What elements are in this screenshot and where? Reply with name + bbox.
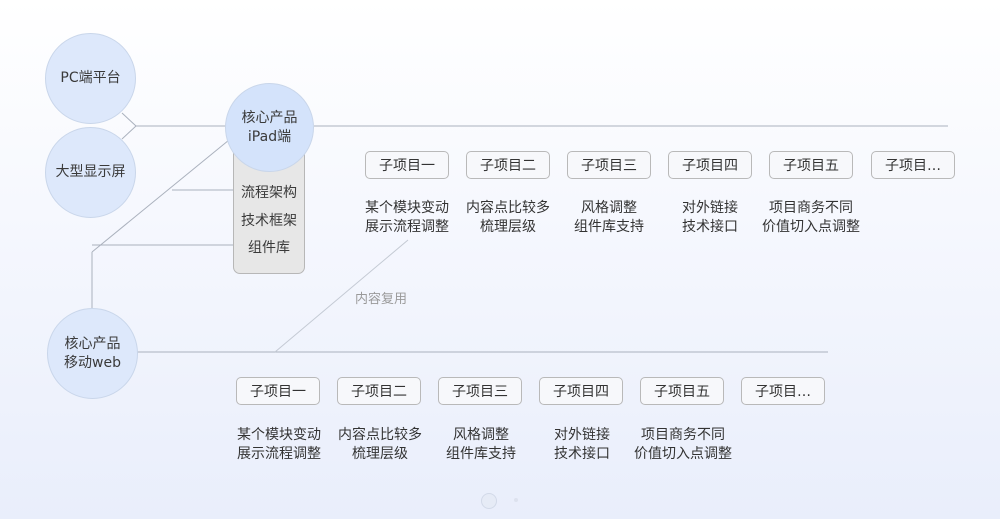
desc-line: 对外链接 [554,427,610,443]
desc-line: 梳理层级 [352,446,408,462]
node-screen-label: 大型显示屏 [55,164,126,180]
bottom-subproject-chip[interactable]: 子项目四 [539,377,623,405]
connector-pc [121,112,137,127]
reuse-connector [274,239,409,353]
desc-line: 展示流程调整 [237,446,321,462]
framework-item: 组件库 [248,240,290,256]
desc-line: 价值切入点调整 [762,219,860,235]
desc-line: 对外链接 [682,200,738,216]
desc-line: 价值切入点调整 [634,446,732,462]
node-pc-platform: PC端平台 [45,33,136,124]
bottom-subproject-chip[interactable]: 子项目五 [640,377,724,405]
top-subproject-chip[interactable]: 子项目三 [567,151,651,179]
top-subproject-chip[interactable]: 子项目二 [466,151,550,179]
framework-item: 流程架构 [241,185,297,201]
desc-line: 梳理层级 [480,219,536,235]
top-subproject-chip[interactable]: 子项目五 [769,151,853,179]
desc-line: 内容点比较多 [338,427,422,443]
desc-line: 技术接口 [682,219,738,235]
top-subproject-desc: 项目商务不同 价值切入点调整 [756,199,866,237]
bottom-subproject-desc: 风格调整 组件库支持 [426,426,536,464]
top-subproject-desc: 风格调整 组件库支持 [554,199,664,237]
node-mobile-line1: 核心产品 [64,335,121,352]
node-large-screen: 大型显示屏 [45,127,136,218]
top-subproject-desc: 对外链接 技术接口 [655,199,765,237]
node-pc-label: PC端平台 [60,70,121,86]
watermark-logo-icon [481,493,497,509]
bottom-subproject-desc: 某个模块变动 展示流程调整 [224,426,334,464]
desc-line: 展示流程调整 [365,219,449,235]
desc-line: 风格调整 [453,427,509,443]
desc-line: 项目商务不同 [769,200,853,216]
bottom-subproject-chip[interactable]: 子项目三 [438,377,522,405]
desc-line: 某个模块变动 [237,427,321,443]
desc-line: 组件库支持 [574,219,644,235]
node-mobile-line2: 移动web [64,354,121,371]
top-subproject-chip[interactable]: 子项目… [871,151,955,179]
node-core-mobile: 核心产品 移动web [47,308,138,399]
connector-ipad-mobile-diagonal [91,139,230,253]
top-subproject-chip[interactable]: 子项目一 [365,151,449,179]
bottom-subproject-desc: 内容点比较多 梳理层级 [325,426,435,464]
desc-line: 某个模块变动 [365,200,449,216]
top-subproject-desc: 某个模块变动 展示流程调整 [352,199,462,237]
bottom-subproject-chip[interactable]: 子项目… [741,377,825,405]
reuse-label: 内容复用 [355,292,408,307]
framework-item: 技术框架 [241,213,297,229]
top-subproject-chip[interactable]: 子项目四 [668,151,752,179]
bottom-subproject-desc: 对外链接 技术接口 [527,426,637,464]
desc-line: 风格调整 [581,200,637,216]
desc-line: 组件库支持 [446,446,516,462]
desc-line: 技术接口 [554,446,610,462]
desc-line: 内容点比较多 [466,200,550,216]
desc-line: 项目商务不同 [641,427,725,443]
bottom-subproject-chip[interactable]: 子项目一 [236,377,320,405]
connector-screen [121,125,137,140]
node-ipad-line2: iPad端 [247,128,292,145]
node-ipad-line1: 核心产品 [241,109,298,126]
top-subproject-desc: 内容点比较多 梳理层级 [453,199,563,237]
watermark-dot-icon [514,498,518,502]
bottom-subproject-chip[interactable]: 子项目二 [337,377,421,405]
bottom-subproject-desc: 项目商务不同 价值切入点调整 [628,426,738,464]
node-core-ipad: 核心产品 iPad端 [225,83,314,172]
